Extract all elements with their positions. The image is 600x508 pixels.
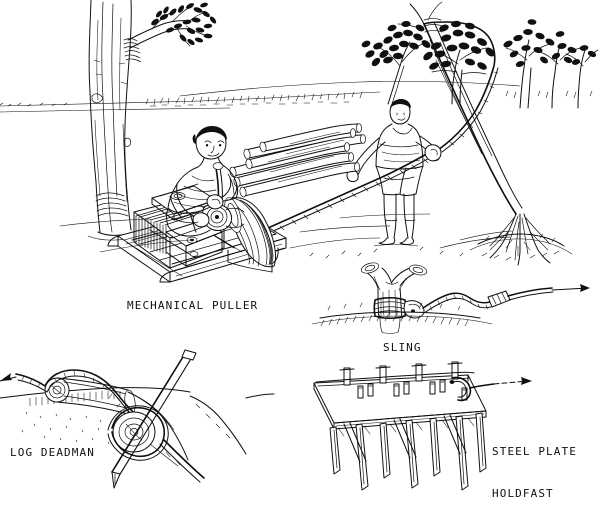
leaning-tree: [397, 1, 573, 266]
caption-steel-plate-line2: HOLDFAST: [492, 487, 554, 500]
shackle: [403, 300, 425, 319]
cable-drum: [202, 162, 279, 273]
branch-leaves: [151, 2, 217, 46]
log-stack: [229, 123, 366, 198]
root-ball: [469, 213, 573, 266]
holdfast-pull-arrow: [493, 377, 532, 385]
second-worker: [346, 99, 441, 247]
deadman-cable: [0, 369, 143, 425]
deadman-pull-arrow: [0, 373, 17, 382]
sling-cable: [422, 284, 590, 314]
deadman-stake-view: [107, 349, 275, 489]
pull-cable: [267, 18, 499, 233]
rope-lashing-upper: [123, 38, 142, 63]
caption-sling: SLING: [383, 341, 422, 354]
distant-scrub: [0, 91, 363, 107]
rope-lashing-lower: [95, 192, 129, 217]
log-deadman-panel: [0, 349, 275, 489]
sling-panel: [311, 262, 590, 334]
top-scene: [0, 0, 599, 283]
caption-steel-plate-holdfast: STEEL PLATE HOLDFAST: [492, 417, 577, 508]
cooling-fins: [135, 215, 167, 255]
horizon-line: [0, 80, 521, 113]
background-trees: [361, 19, 599, 109]
driven-stakes: [329, 412, 487, 491]
caption-steel-plate-line1: STEEL PLATE: [492, 445, 577, 458]
cable-eye: [449, 376, 495, 402]
caption-log-deadman: LOG DEADMAN: [10, 446, 95, 459]
operator: [166, 126, 238, 237]
sling-pull-arrow: [551, 284, 590, 292]
caption-mechanical-puller: MECHANICAL PULLER: [127, 299, 259, 312]
stake-pins-back: [315, 361, 475, 386]
steel-plate-holdfast-panel: [313, 361, 532, 491]
sling-ground-hatch: [320, 302, 469, 327]
buried-log: [44, 377, 136, 415]
